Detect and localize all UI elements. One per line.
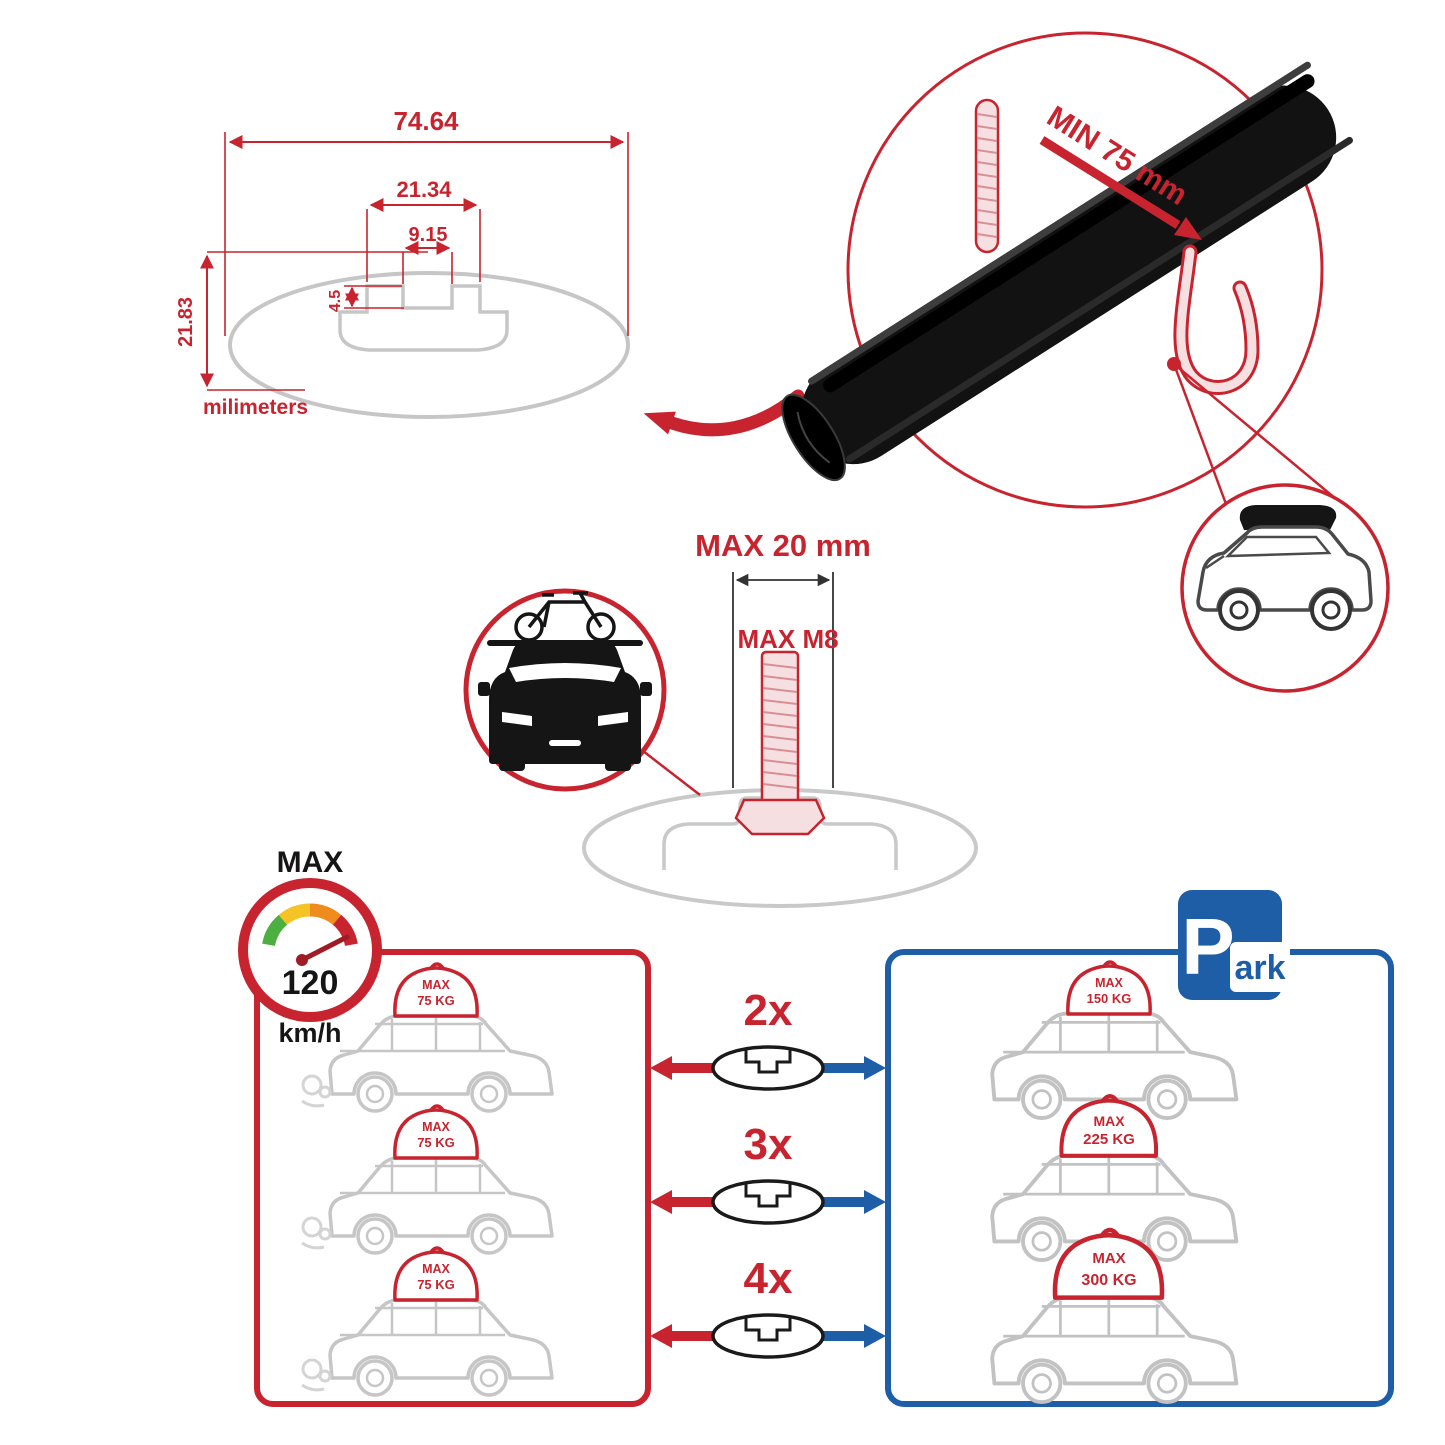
dim-slot-outer-label: 21.34 [396, 177, 452, 202]
driving-load-3-value: 75 KG [417, 1277, 455, 1292]
dim-slot-outer [366, 198, 481, 282]
black-crossbar-render [781, 61, 1353, 482]
parked-load-3-label: MAX [1092, 1250, 1125, 1267]
t-slot-cross-section [338, 284, 509, 352]
bolt-head [734, 798, 826, 836]
quantity-1: 2x [744, 986, 793, 1035]
driving-load-2-value: 75 KG [417, 1135, 455, 1150]
park-sign-letter: P [1181, 902, 1234, 991]
driving-load-3-label: MAX [422, 1262, 450, 1276]
callout-lines-suv [1172, 363, 1337, 505]
bolt-detail-diagram: MAX 20 mm MAX M8 [582, 528, 978, 908]
suv-roofbox-circle [1180, 483, 1390, 693]
dim-slot-inner [402, 241, 453, 284]
m8-bolt [734, 650, 826, 836]
dim-slot-depth [344, 285, 404, 309]
parked-load-1-value: 150 KG [1087, 991, 1132, 1006]
parked-load-2-value: 225 KG [1083, 1131, 1135, 1148]
bolt-dimension-lines [732, 572, 834, 788]
parked-load-3-value: 300 KG [1081, 1272, 1136, 1289]
max-length-label: MAX 20 mm [695, 528, 871, 563]
u-bolt-loop [1173, 244, 1260, 395]
driving-load-2-label: MAX [422, 1120, 450, 1134]
u-bolt-rod [974, 98, 1000, 254]
parked-load-2-label: MAX [1093, 1113, 1125, 1129]
callout-swoosh-arrow [643, 389, 805, 437]
dim-total-height [200, 251, 428, 391]
speed-gauge: MAX 120 km/h [238, 846, 382, 1048]
bike-car-circle [463, 588, 667, 792]
callout-line-bike [642, 750, 701, 796]
driving-load-1-value: 75 KG [417, 993, 455, 1008]
speed-gauge-value: 120 [282, 964, 339, 1002]
crossbar-magnifier-circle: MIN 75 mm [781, 31, 1353, 509]
gauge-needle [299, 934, 350, 963]
speed-gauge-label: MAX [277, 846, 344, 879]
dim-slot-depth-label: 4.5 [327, 290, 344, 312]
speed-gauge-unit: km/h [278, 1018, 341, 1048]
dim-total-width-label: 74.64 [393, 106, 459, 136]
quantity-3: 4x [744, 1254, 793, 1303]
quantity-2: 3x [744, 1120, 793, 1169]
park-sign-suffix: ark [1234, 949, 1285, 987]
driving-load-1-label: MAX [422, 978, 450, 992]
dim-total-width [224, 132, 629, 336]
parked-load-1-label: MAX [1095, 976, 1123, 990]
min-span-arrow [1039, 136, 1202, 240]
profile-dimension-diagram: 74.64 21.34 9.15 4.5 21.83 mili [175, 106, 630, 419]
roof-box-icon [1239, 505, 1337, 530]
quantity-column: 2x 3x 4x [650, 986, 886, 1359]
units-label: milimeters [203, 396, 308, 419]
car-front-icon [478, 640, 652, 771]
park-sign: P ark [1178, 890, 1290, 1000]
dim-total-height-label: 21.83 [175, 297, 197, 347]
max-thread-label: MAX M8 [737, 624, 838, 654]
dim-slot-inner-label: 9.15 [409, 224, 448, 246]
